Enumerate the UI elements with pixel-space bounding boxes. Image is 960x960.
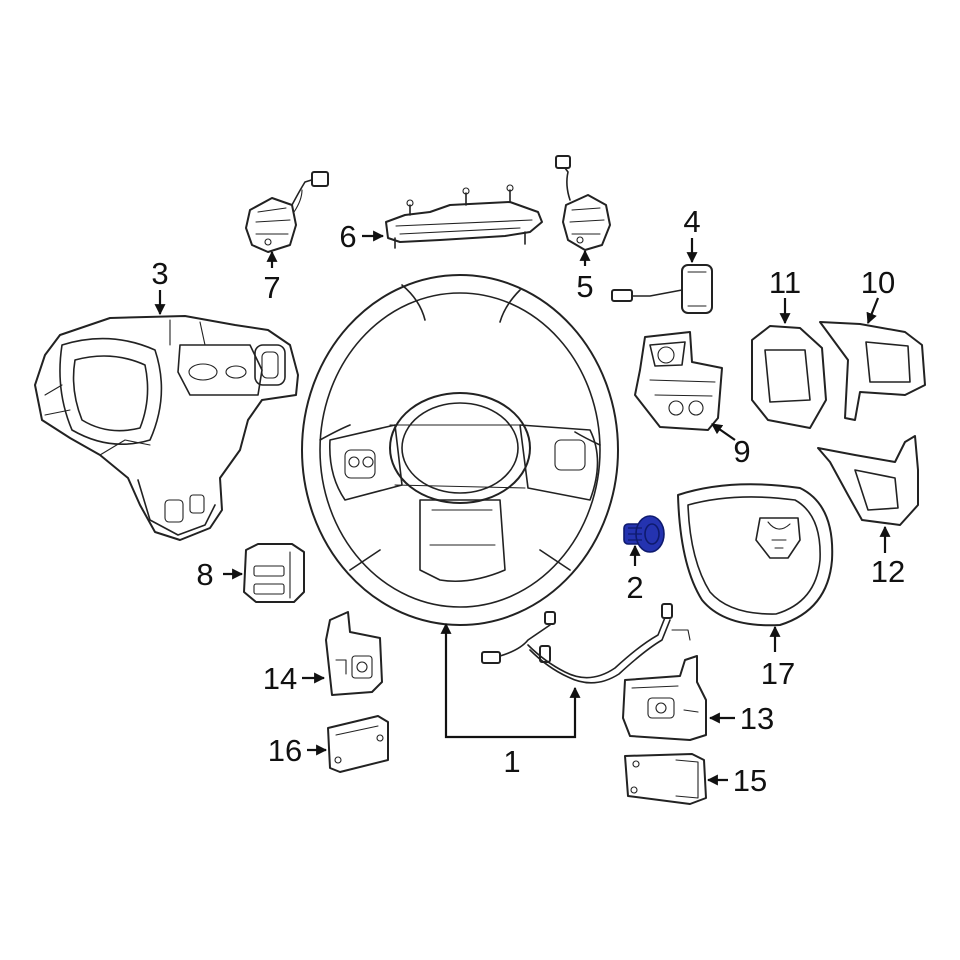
part-7-left-switch [245, 171, 329, 253]
callout-9: 9 [733, 434, 750, 469]
callout-10: 10 [861, 265, 895, 300]
callout-15: 15 [733, 763, 767, 798]
callout-5: 5 [576, 269, 593, 304]
leader-10 [866, 297, 880, 325]
callout-1: 1 [503, 744, 520, 779]
leader-lines [154, 230, 891, 786]
part-14-side-cover [325, 611, 383, 696]
part-3-column-shroud [34, 315, 299, 541]
part-4-connector [611, 264, 713, 314]
callout-8: 8 [196, 557, 213, 592]
part-2-bolt [623, 515, 665, 553]
callout-11: 11 [769, 265, 801, 300]
callout-17: 17 [761, 656, 795, 691]
part-8-clip [243, 543, 305, 603]
part-1-steering-wheel [301, 274, 619, 626]
part-15-cover-plate [624, 753, 707, 805]
callout-2: 2 [626, 570, 643, 605]
callout-16: 16 [268, 733, 302, 768]
part-5-right-switch [555, 155, 611, 251]
leader-1-harness [512, 686, 581, 739]
part-17-airbag [677, 483, 834, 627]
part-13-side-cover [622, 655, 707, 741]
part-1-harness [481, 603, 691, 684]
callout-3: 3 [151, 256, 168, 291]
part-12-bezel [817, 435, 919, 526]
part-9-switch-housing [634, 331, 723, 431]
part-16-cover-plate [327, 715, 389, 773]
leader-9 [711, 423, 736, 441]
callout-6: 6 [339, 219, 356, 254]
callout-14: 14 [263, 661, 297, 696]
part-10-bezel [819, 321, 926, 421]
callout-7: 7 [263, 270, 280, 305]
callout-4: 4 [683, 204, 700, 239]
part-6-rail-bracket [385, 184, 543, 249]
callout-numbers: 3 6 7 5 4 11 10 9 12 8 2 17 14 16 13 15 … [151, 204, 905, 798]
callout-13: 13 [740, 701, 774, 736]
leader-1-wheel [440, 622, 512, 739]
callout-12: 12 [871, 554, 905, 589]
part-11-bezel [751, 325, 827, 429]
